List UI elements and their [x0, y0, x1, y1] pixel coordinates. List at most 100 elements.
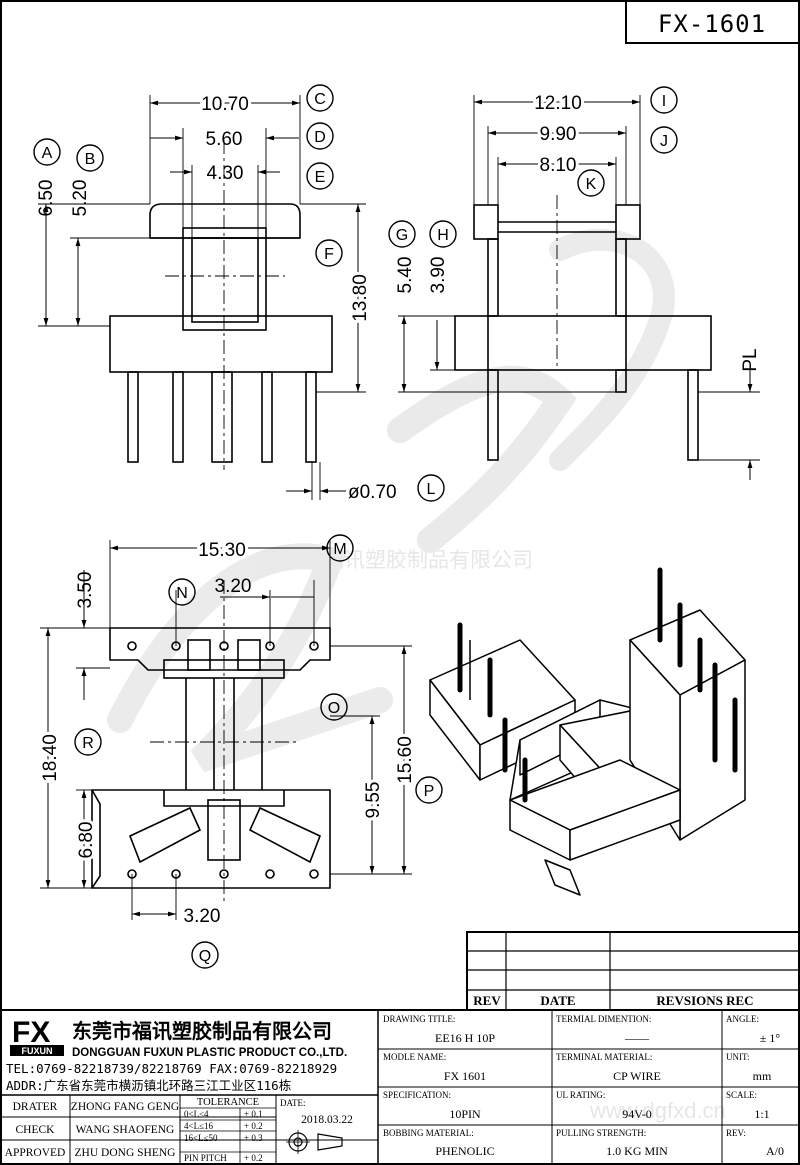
title-block — [0, 1009, 800, 1165]
letter-p: P — [424, 783, 435, 800]
letter-d: D — [314, 129, 326, 146]
spec-value: 10PIN — [449, 1107, 481, 1121]
rev-header: REV — [473, 993, 501, 1008]
dim-pin-dia: ø0.70 — [348, 482, 397, 503]
tolerance-range-1: 0<L≤4 — [184, 1109, 209, 1119]
bottom-view-labels: 15.30 3.50 3.20 18.40 6.80 15.60 9.55 3.… — [37, 537, 419, 927]
drawing-title-label: DRAWING TITLE: — [383, 1014, 455, 1024]
company-name-cn: 东莞市福讯塑胶制品有限公司 — [72, 1019, 332, 1043]
side-view-labels: 12.10 9.90 8.10 5.40 3.90 PL — [395, 90, 761, 372]
side-view — [398, 95, 760, 480]
ul-value: 94V-0 — [622, 1107, 652, 1121]
model-label: MODLE NAME: — [383, 1052, 446, 1062]
front-view-labels: 10.70 5.60 4.30 6.50 5.20 13.80 ø0.70 — [36, 91, 397, 503]
approved-name: ZHU DONG SHENG — [75, 1147, 176, 1159]
approved-label: APPROVED — [5, 1147, 66, 1159]
letter-b: B — [85, 151, 96, 168]
tolerance-value-4: + 0.2 — [244, 1153, 263, 1163]
company-tel: TEL:0769-82218739/82218769 FAX:0769-8221… — [6, 1061, 337, 1076]
spec-label: SPECIFICATION: — [383, 1090, 451, 1100]
letter-i: I — [662, 93, 666, 110]
tolerance-range-2: 4<L≤16 — [184, 1121, 214, 1131]
dim-5-40: 5.40 — [395, 257, 416, 294]
reference-letters — [33, 84, 678, 969]
unit-label: UNIT: — [726, 1052, 750, 1062]
dim-3-20-top: 3.20 — [215, 576, 252, 597]
rev-label: REV: — [726, 1128, 746, 1138]
tolerance-value-3: + 0.3 — [244, 1133, 263, 1143]
watermark-site: www.dgfxd.cn — [589, 1098, 726, 1123]
part-number: FX-1601 — [658, 10, 766, 38]
dim-12-10: 12.10 — [534, 93, 582, 114]
angle-value: ± 1° — [760, 1031, 781, 1045]
tolerance-block: TOLERANCE 0<L≤4 + 0.1 4<L≤16 + 0.2 16<L≤… — [184, 1097, 263, 1163]
terminal-dim-value: —— — [624, 1031, 650, 1045]
tolerance-value-1: + 0.1 — [244, 1109, 263, 1119]
date-header: DATE — [540, 993, 575, 1008]
dim-4-30: 4.30 — [207, 163, 244, 184]
check-label: CHECK — [16, 1124, 56, 1136]
letter-k: K — [586, 176, 597, 193]
pulling-label: PULLING STRENGTH: — [556, 1128, 646, 1138]
dim-9-55: 9.55 — [363, 782, 384, 819]
letter-e: E — [315, 169, 326, 186]
model-value: FX 1601 — [444, 1069, 486, 1083]
isometric-view — [429, 567, 746, 896]
watermark: 东莞市福讯塑胶制品有限公司 www.dgfxd.cn — [107, 228, 726, 1123]
fields-labels: DRAWING TITLE: TERMIAL DIMENTION: ANGLE:… — [383, 1014, 759, 1138]
company-logo: FX — [12, 1016, 50, 1049]
bottom-view — [40, 540, 412, 920]
letter-o: O — [328, 700, 340, 717]
company-addr: ADDR:广东省东莞市横沥镇北环路三江工业区116栋 — [6, 1078, 291, 1093]
letter-c: C — [314, 91, 326, 108]
terminal-mat-value: CP WIRE — [613, 1069, 661, 1083]
rev-value: A/0 — [766, 1144, 784, 1158]
dim-18-40: 18.40 — [40, 734, 61, 782]
dim-pl: PL — [740, 348, 761, 371]
tolerance-range-3: 16<L≤50 — [184, 1133, 218, 1143]
pulling-value: 1.0 KG MIN — [606, 1144, 668, 1158]
letter-r: R — [82, 735, 94, 752]
letter-l: L — [427, 481, 436, 498]
dim-3-90: 3.90 — [428, 257, 449, 294]
people-block: DRATER ZHONG FANG GENG CHECK WANG SHAOFE… — [5, 1101, 180, 1159]
dim-6-80: 6.80 — [76, 822, 97, 859]
drater-name: ZHONG FANG GENG — [71, 1101, 179, 1113]
revision-table-header: REV DATE REVSIONS REC — [473, 993, 753, 1008]
dim-3-20-bottom: 3.20 — [184, 906, 221, 927]
check-name: WANG SHAOFENG — [76, 1124, 175, 1136]
dim-6-50: 6.50 — [36, 180, 57, 217]
ul-label: UL RATING: — [556, 1090, 605, 1100]
dim-10-70: 10.70 — [201, 94, 249, 115]
company-logo-sub: FUXUN — [22, 1046, 53, 1056]
letter-j: J — [660, 133, 668, 150]
scale-label: SCALE: — [726, 1090, 757, 1100]
revisions-header: REVSIONS REC — [656, 993, 753, 1008]
terminal-dim-label: TERMIAL DIMENTION: — [556, 1014, 651, 1024]
letter-n: N — [176, 585, 188, 602]
bobbin-value: PHENOLIC — [435, 1144, 494, 1158]
terminal-mat-label: TERMINAL MATERIAL: — [556, 1052, 652, 1062]
front-view — [38, 95, 366, 500]
unit-value: mm — [753, 1069, 772, 1083]
letter-a: A — [42, 145, 53, 162]
date-label: DATE: — [280, 1098, 306, 1108]
tolerance-value-2: + 0.2 — [244, 1121, 263, 1131]
scale-value: 1:1 — [754, 1107, 769, 1121]
dim-3-50: 3.50 — [75, 572, 96, 609]
company-logo-sub-bg — [10, 1045, 64, 1056]
date-block: DATE: 2018.03.22 — [280, 1098, 353, 1126]
letter-h: H — [437, 227, 449, 244]
dim-9-90: 9.90 — [540, 124, 577, 145]
dim-8-10: 8.10 — [540, 155, 577, 176]
drater-label: DRATER — [13, 1101, 58, 1113]
reference-letter-text: A B C D E F G H I J K L M N O R P Q — [42, 91, 668, 965]
letter-g: G — [396, 227, 408, 244]
letter-m: M — [333, 541, 346, 558]
dim-5-60: 5.60 — [206, 129, 243, 150]
letter-q: Q — [199, 948, 211, 965]
drawing-title-value: EE16 H 10P — [435, 1031, 495, 1045]
letter-f: F — [324, 246, 334, 263]
date-value: 2018.03.22 — [301, 1114, 353, 1126]
